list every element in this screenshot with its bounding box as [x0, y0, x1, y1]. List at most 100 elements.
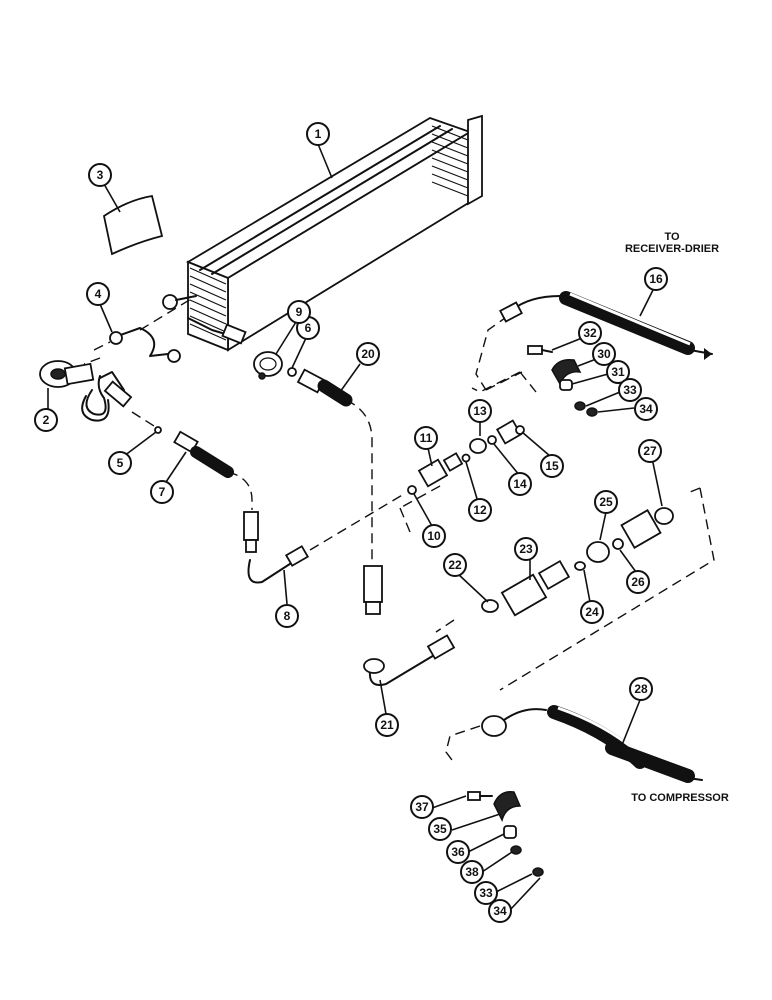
svg-text:12: 12 [473, 503, 487, 517]
svg-text:33: 33 [623, 383, 637, 397]
svg-text:26: 26 [631, 575, 645, 589]
svg-text:37: 37 [415, 800, 429, 814]
svg-text:31: 31 [611, 365, 625, 379]
svg-text:38: 38 [465, 865, 479, 879]
svg-text:32: 32 [583, 326, 597, 340]
svg-text:10: 10 [427, 529, 441, 543]
callout-13: 13 [468, 399, 492, 423]
callout-24: 24 [580, 600, 604, 624]
hose-end-part-7 [173, 430, 234, 478]
callout-4: 4 [86, 282, 110, 306]
clamp-set-lower [467, 791, 544, 877]
svg-text:5: 5 [117, 456, 124, 470]
receiver-drier-label: RECEIVER-DRIER [624, 243, 720, 255]
callout-30: 30 [592, 342, 616, 366]
to-receiver-drier-label: TO RECEIVER-DRIER [612, 231, 732, 255]
callout-1: 1 [306, 122, 330, 146]
svg-text:9: 9 [296, 305, 303, 319]
callout-22: 22 [443, 553, 467, 577]
svg-text:25: 25 [599, 495, 613, 509]
callout-25: 25 [594, 490, 618, 514]
svg-text:13: 13 [473, 404, 487, 418]
callout-11: 11 [414, 426, 438, 450]
callout-2: 2 [34, 408, 58, 432]
svg-text:35: 35 [433, 822, 447, 836]
svg-text:2: 2 [43, 413, 50, 427]
clamp-set-upper [527, 345, 598, 417]
svg-text:30: 30 [597, 347, 611, 361]
o-ring-part-6 [287, 367, 297, 377]
callout-9: 9 [287, 300, 311, 324]
leader-lines [47, 143, 663, 911]
svg-text:21: 21 [380, 718, 394, 732]
hose-part-16 [499, 291, 713, 360]
callout-31: 31 [606, 360, 630, 384]
svg-text:28: 28 [634, 682, 648, 696]
o-ring-part-5 [154, 426, 162, 434]
callout-28: 28 [629, 677, 653, 701]
dashed-link-16 [475, 315, 523, 391]
callout-23: 23 [514, 537, 538, 561]
callout-21: 21 [375, 713, 399, 737]
callout-37: 37 [410, 795, 434, 819]
callout-26: 26 [626, 570, 650, 594]
dashed-link-5 [131, 411, 155, 427]
svg-text:4: 4 [95, 287, 102, 301]
tube-elbow-part-21 [363, 565, 456, 686]
callout-10: 10 [422, 524, 446, 548]
callout-32: 32 [578, 321, 602, 345]
dashed-link-4 [83, 341, 111, 365]
svg-text:23: 23 [519, 542, 533, 556]
hose-part-28 [481, 705, 703, 783]
svg-text:34: 34 [639, 402, 653, 416]
tube-elbow-part-8 [243, 493, 405, 584]
dashed-bracket-upper [399, 371, 537, 533]
dashed-link-7-8 [227, 471, 253, 510]
callout-20: 20 [356, 342, 380, 366]
dashed-bracket-lower [435, 487, 715, 691]
callout-35: 35 [428, 817, 452, 841]
fitting-group-22-27 [481, 507, 674, 617]
to-label: TO [664, 231, 680, 243]
dashed-link-20-21 [345, 399, 373, 560]
svg-text:7: 7 [159, 485, 166, 499]
svg-text:33: 33 [479, 886, 493, 900]
callout-12: 12 [468, 498, 492, 522]
callout-14: 14 [508, 472, 532, 496]
svg-text:34: 34 [493, 904, 507, 918]
callout-34-lower: 34 [488, 899, 512, 923]
callout-33-lower: 33 [474, 881, 498, 905]
dashed-link-28 [445, 725, 481, 761]
foam-pad [102, 194, 164, 256]
callout-27: 27 [638, 439, 662, 463]
svg-text:27: 27 [643, 444, 657, 458]
hose-end-part-20 [296, 368, 353, 407]
svg-text:11: 11 [420, 431, 433, 445]
svg-text:15: 15 [545, 459, 559, 473]
callout-15: 15 [540, 454, 564, 478]
clamp-part-9 [253, 351, 283, 380]
svg-text:20: 20 [361, 347, 375, 361]
svg-text:14: 14 [513, 477, 527, 491]
callout-3: 3 [88, 163, 112, 187]
svg-text:8: 8 [284, 609, 291, 623]
svg-text:6: 6 [305, 321, 312, 335]
expansion-valve [39, 360, 133, 422]
callout-16: 16 [644, 267, 668, 291]
to-compressor-label: TO COMPRESSOR [631, 792, 729, 804]
tube-part-4 [109, 327, 181, 363]
svg-text:36: 36 [451, 845, 465, 859]
callout-36: 36 [446, 840, 470, 864]
callout-8: 8 [275, 604, 299, 628]
svg-text:3: 3 [97, 168, 104, 182]
svg-text:1: 1 [315, 127, 322, 141]
dashed-link-9 [139, 295, 197, 331]
callout-38: 38 [460, 860, 484, 884]
svg-text:22: 22 [448, 558, 462, 572]
callout-33-upper: 33 [618, 378, 642, 402]
callout-34-upper: 34 [634, 397, 658, 421]
svg-text:24: 24 [585, 605, 599, 619]
callout-7: 7 [150, 480, 174, 504]
callout-5: 5 [108, 451, 132, 475]
